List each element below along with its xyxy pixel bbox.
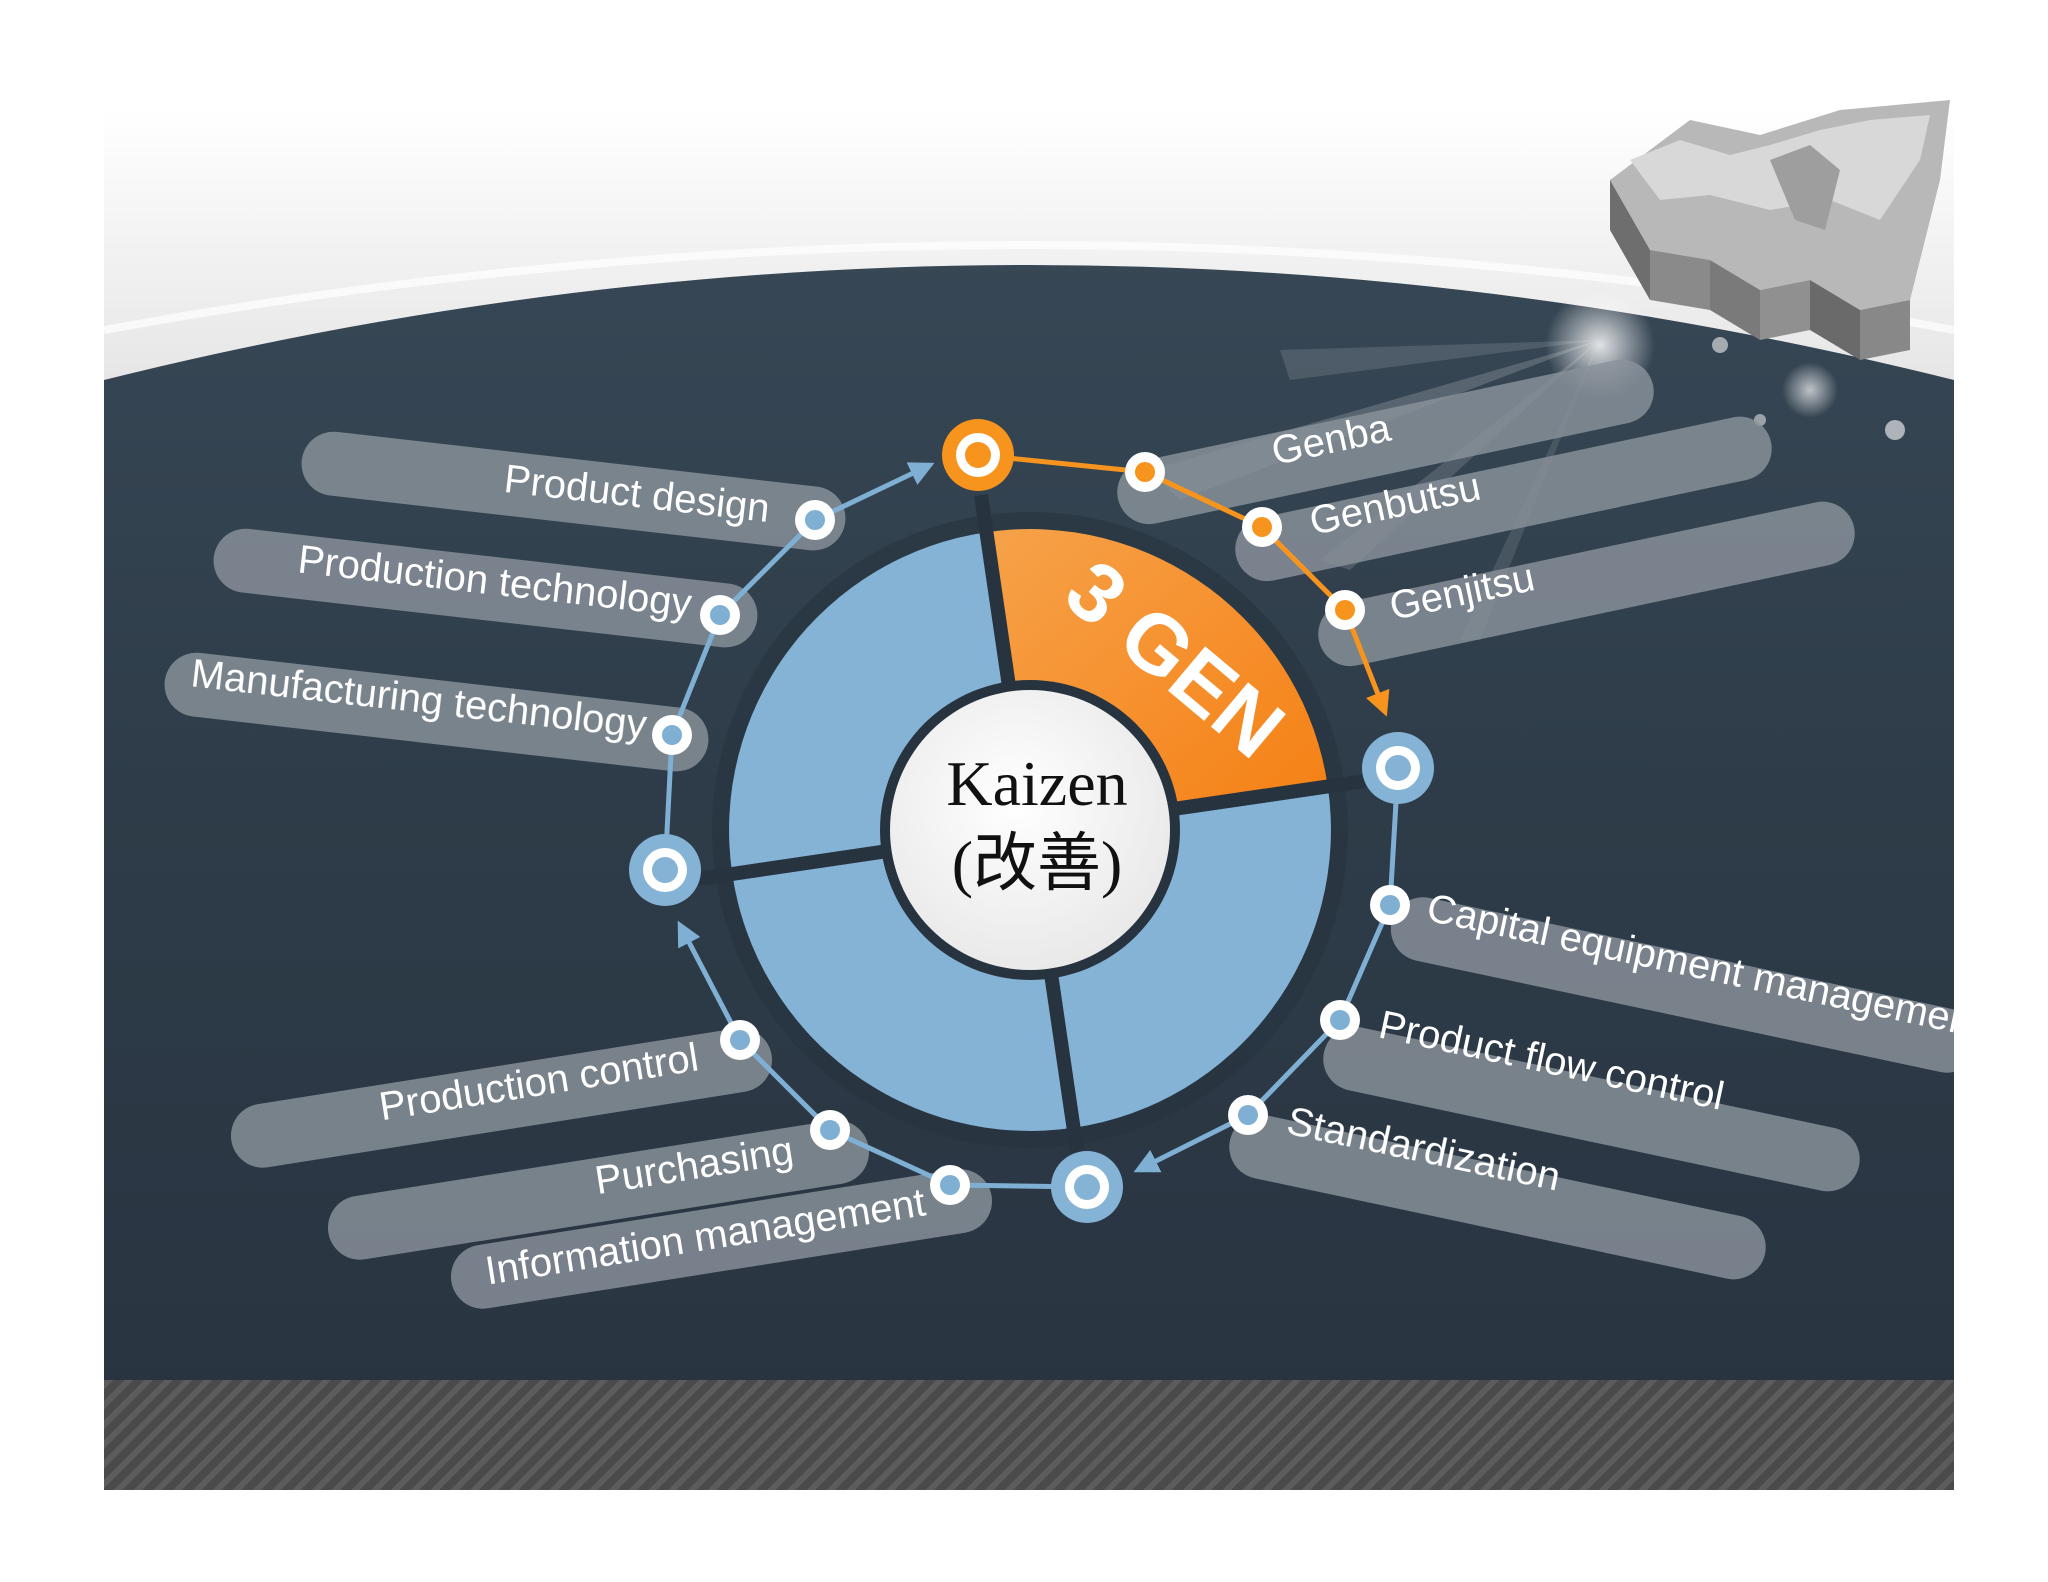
- node-product-design: [795, 500, 835, 540]
- node-big-bottom: [1051, 1151, 1123, 1223]
- node-information-management: [930, 1165, 970, 1205]
- kaizen-title: Kaizen: [946, 748, 1127, 819]
- node-genba: [1125, 452, 1165, 492]
- pill-genbutsu: [1235, 416, 1772, 582]
- pill-genjitsu: [1318, 501, 1855, 667]
- pill-production-technology: [213, 528, 758, 648]
- pill-genba: [1117, 359, 1654, 525]
- pill-capital-equipment: [1390, 897, 1980, 1073]
- small-nodes: [652, 452, 1410, 1205]
- node-standardization: [1228, 1095, 1268, 1135]
- node-purchasing: [810, 1110, 850, 1150]
- node-big-right: [1362, 732, 1434, 804]
- node-product-flow-control: [1320, 1000, 1360, 1040]
- bottom-stripe-band: [104, 1380, 1954, 1490]
- node-big-left: [629, 834, 701, 906]
- kaizen-wheel: [696, 493, 1367, 1167]
- node-production-control: [720, 1020, 760, 1060]
- pill-product-design: [301, 431, 846, 551]
- node-genjitsu: [1325, 590, 1365, 630]
- right-margin: [1954, 0, 2048, 1582]
- kaizen-kanji: (改善): [952, 828, 1123, 899]
- node-capital-equipment: [1370, 885, 1410, 925]
- bottom-margin: [0, 1490, 2048, 1582]
- world-map-3d-icon: [1610, 100, 1950, 360]
- pill-product-flow-control: [1323, 1026, 1860, 1192]
- pill-production-control: [230, 1028, 773, 1168]
- pill-group: [164, 359, 1980, 1309]
- node-big-orange: [942, 419, 1014, 491]
- pill-manufacturing-technology: [164, 652, 709, 772]
- pill-information-management: [450, 1169, 993, 1309]
- node-production-technology: [700, 595, 740, 635]
- pill-purchasing: [327, 1120, 870, 1260]
- node-manufacturing-technology: [652, 715, 692, 755]
- node-genbutsu: [1242, 507, 1282, 547]
- kaizen-center-circle: [890, 690, 1170, 970]
- pill-standardization: [1229, 1114, 1766, 1280]
